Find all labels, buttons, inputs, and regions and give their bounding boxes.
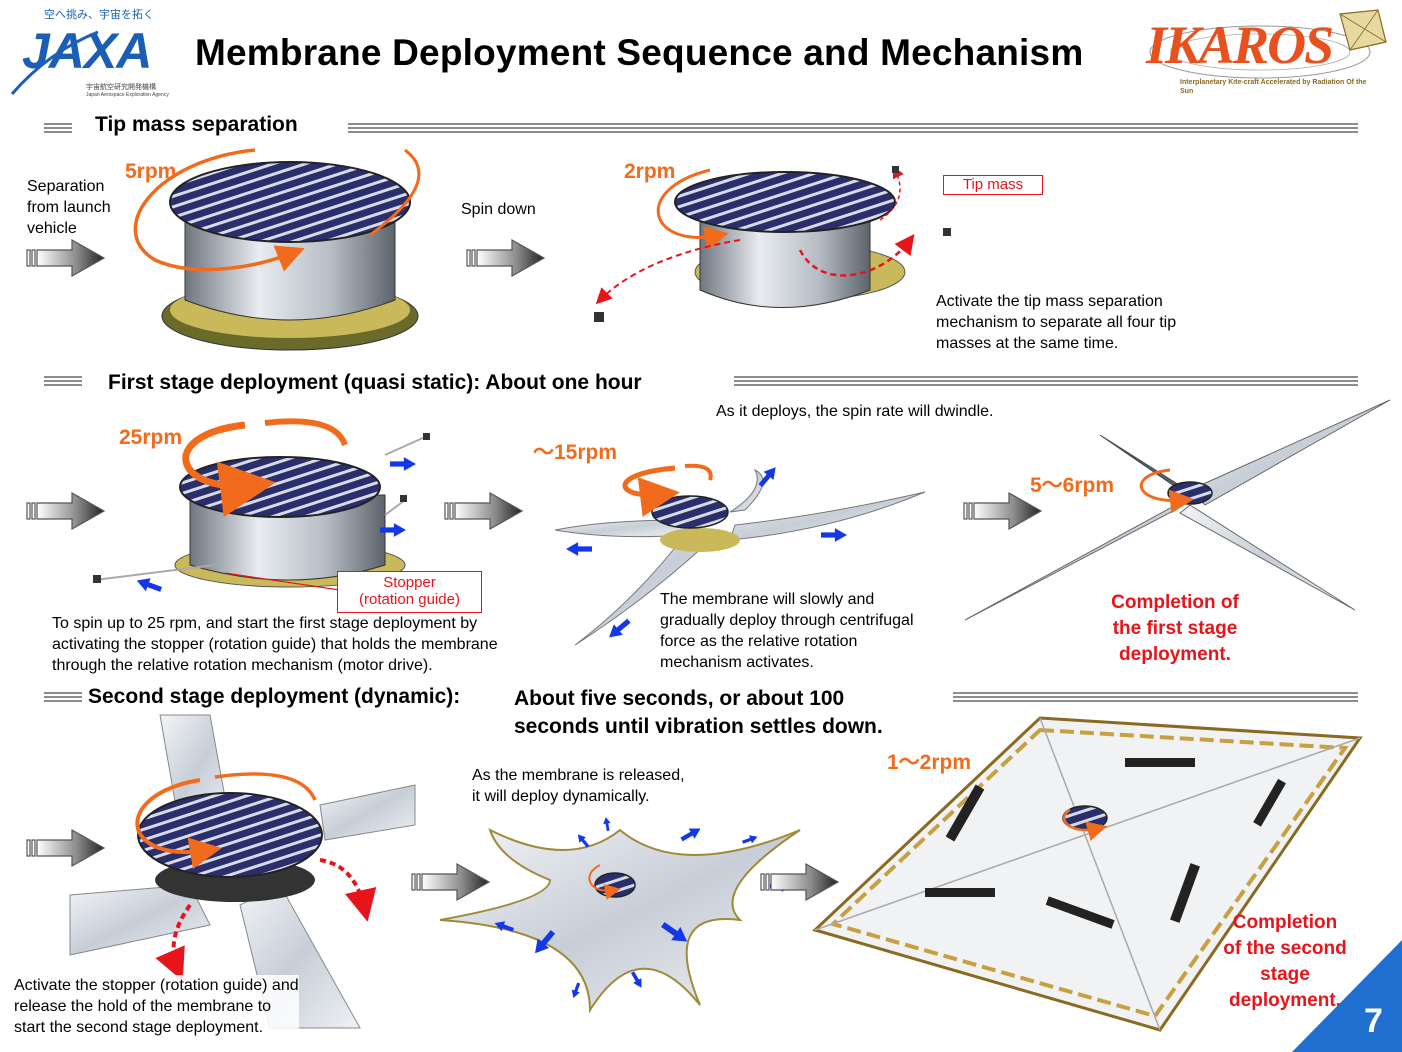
page-number: 7: [1364, 1002, 1383, 1040]
deploy-direction-icon: [566, 542, 592, 556]
jaxa-subtitle-en: Japan Aerospace Exploration Agency: [86, 92, 169, 98]
tip-mass-description: Activate the tip mass separation mechani…: [936, 293, 1177, 352]
first-stage-completion: Completion of the first stage deployment…: [1111, 592, 1239, 665]
ikaros-orbit-icon: [1149, 9, 1387, 79]
section3-heading-detail: About five seconds, or about 100 seconds…: [514, 687, 883, 738]
jaxa-logo-text: JAXA: [22, 23, 152, 79]
gradual-deploy-description: The membrane will slowly and gradually d…: [660, 591, 914, 671]
jaxa-subtitle-jp: 宇宙航空研究開発機構: [86, 84, 156, 91]
section2-bars-left: [44, 376, 82, 388]
page-corner-icon: [1292, 940, 1402, 1052]
dynamic-release-note: As the membrane is released, it will dep…: [472, 767, 685, 805]
ikaros-tagline: Interplanetary Kite-craft Accelerated by…: [1180, 79, 1367, 95]
ikaros-logo-text: IKAROS: [1146, 15, 1334, 75]
separation-note: Separation from launch vehicle: [27, 178, 111, 237]
stopper-release-description: Activate the stopper (rotation guide) an…: [14, 975, 299, 1038]
section3-bars-left: [44, 692, 82, 704]
rpm-2: 2rpm: [624, 160, 676, 183]
spin-rate-note: As it deploys, the spin rate will dwindl…: [716, 403, 994, 420]
flow-arrow-icon: [26, 238, 106, 278]
spacecraft-spin-up-icon: [93, 418, 430, 594]
deploy-direction-icon: [390, 457, 416, 471]
section2-heading: First stage deployment (quasi static): A…: [108, 371, 642, 394]
page-title: Membrane Deployment Sequence and Mechani…: [195, 32, 1084, 73]
rpm-5: 5rpm: [125, 160, 177, 183]
spin-down-note: Spin down: [461, 201, 536, 218]
spin-up-description: To spin up to 25 rpm, and start the firs…: [52, 615, 498, 674]
jaxa-logo: 空へ挑み、宇宙を拓く JAXA 宇宙航空研究開発機構 Japan Aerospa…: [8, 6, 169, 106]
spacecraft-cross-membrane-icon: [964, 399, 1391, 621]
spacecraft-full-sail-icon: [812, 716, 1363, 1032]
jaxa-swoosh-icon: [10, 30, 99, 95]
rpm-5-6: 5～6rpm: [1030, 474, 1115, 497]
jaxa-tagline: 空へ挑み、宇宙を拓く: [44, 9, 154, 21]
rpm-25: 25rpm: [119, 426, 183, 449]
tip-mass-label: Tip mass: [943, 175, 1043, 195]
deploy-direction-icon: [821, 528, 847, 542]
section3-bars-right: [953, 692, 1358, 704]
section2-bars-right: [734, 376, 1358, 388]
spacecraft-tip-mass-release-icon: [594, 165, 951, 322]
spacecraft-dynamic-deploy-icon: [439, 828, 801, 1014]
spacecraft-first-stage-icon: [554, 463, 926, 646]
rpm-15: ～15rpm: [533, 441, 618, 464]
flow-arrow-icon: [466, 238, 546, 278]
section1-bars-left: [44, 123, 72, 135]
flow-arrow-icon: [444, 491, 524, 531]
second-stage-completion: Completion of the second stage deploymen…: [1223, 912, 1347, 1011]
spacecraft-stowed-icon: [133, 148, 421, 351]
ikaros-logo: IKAROS Interplanetary Kite-craft Acceler…: [1140, 4, 1390, 104]
section1-bars-right: [348, 123, 1358, 135]
deploy-direction-icon: [380, 523, 406, 537]
rpm-1-2: 1～2rpm: [887, 751, 972, 774]
flow-arrow-icon: [26, 491, 106, 531]
stopper-label: Stopper (rotation guide): [337, 571, 482, 613]
section1-heading: Tip mass separation: [95, 113, 298, 136]
section3-heading: Second stage deployment (dynamic):: [88, 685, 461, 708]
spacecraft-stopper-closeup-icon: [69, 714, 416, 1029]
